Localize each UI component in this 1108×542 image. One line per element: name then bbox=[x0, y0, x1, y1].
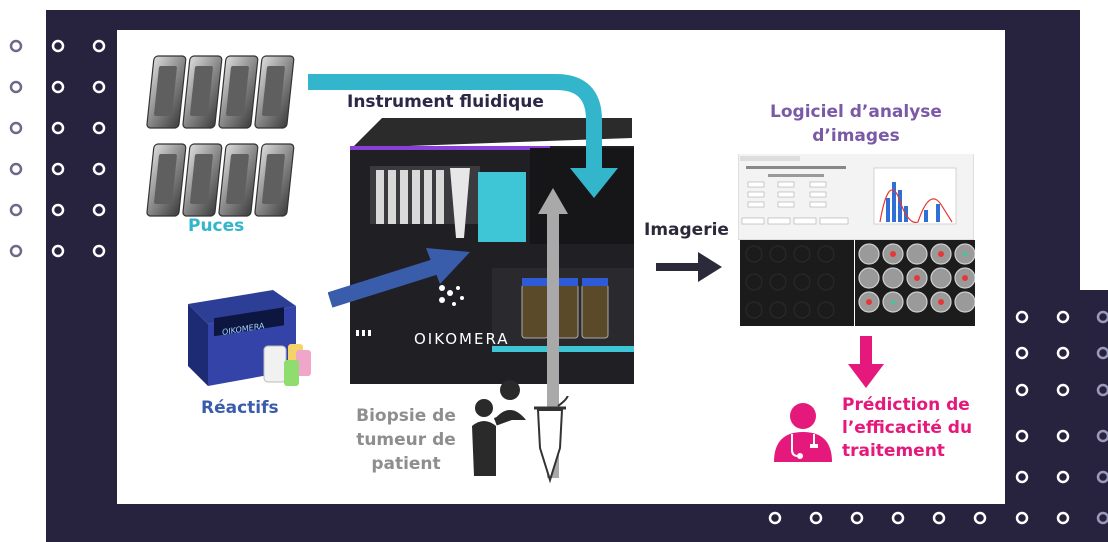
chips-image bbox=[145, 55, 295, 217]
imaging-result-dark bbox=[740, 240, 854, 326]
imaging-label: Imagerie bbox=[644, 220, 729, 240]
prediction-label-line3: traitement bbox=[842, 441, 945, 461]
biopsy-label-line1: Biopsie de bbox=[356, 406, 456, 426]
prediction-label-line2: l’efficacité du bbox=[842, 418, 973, 438]
reagents-arrow-icon bbox=[328, 248, 470, 308]
software-label-line1: Logiciel d’analyse bbox=[770, 102, 942, 122]
software-label-line2: d’images bbox=[812, 126, 900, 146]
reagents-image: OIKOMERA bbox=[188, 290, 311, 386]
instrument-brand-text: OIKOMERA bbox=[414, 330, 510, 348]
background-band-right bbox=[1005, 290, 1108, 542]
instrument-label: Instrument fluidique bbox=[347, 92, 544, 112]
biopsy-label: Biopsie de tumeur de patient bbox=[354, 404, 458, 476]
imaging-result-wells bbox=[855, 240, 975, 326]
dots-pattern-right bbox=[768, 310, 1108, 525]
software-screenshot bbox=[738, 146, 974, 240]
sample-tube-icon bbox=[534, 396, 569, 484]
dots-pattern-left bbox=[9, 39, 106, 258]
software-label: Logiciel d’analyse d’images bbox=[756, 100, 956, 148]
reagents-label: Réactifs bbox=[201, 398, 279, 418]
patient-doctor-icon bbox=[472, 380, 526, 476]
doctor-icon bbox=[774, 403, 832, 462]
imaging-arrow-icon bbox=[656, 252, 722, 282]
prediction-label-line1: Prédiction de bbox=[842, 395, 970, 415]
fluidic-instrument-image: OIKOMERA bbox=[350, 118, 634, 384]
chips-arrow-icon bbox=[308, 74, 618, 198]
prediction-label: Prédiction de l’efficacité du traitement bbox=[842, 394, 972, 463]
biopsy-label-line2: tumeur de bbox=[356, 430, 456, 450]
chips-label: Puces bbox=[188, 216, 245, 236]
prediction-arrow-icon bbox=[848, 336, 884, 388]
biopsy-label-line3: patient bbox=[371, 454, 441, 474]
